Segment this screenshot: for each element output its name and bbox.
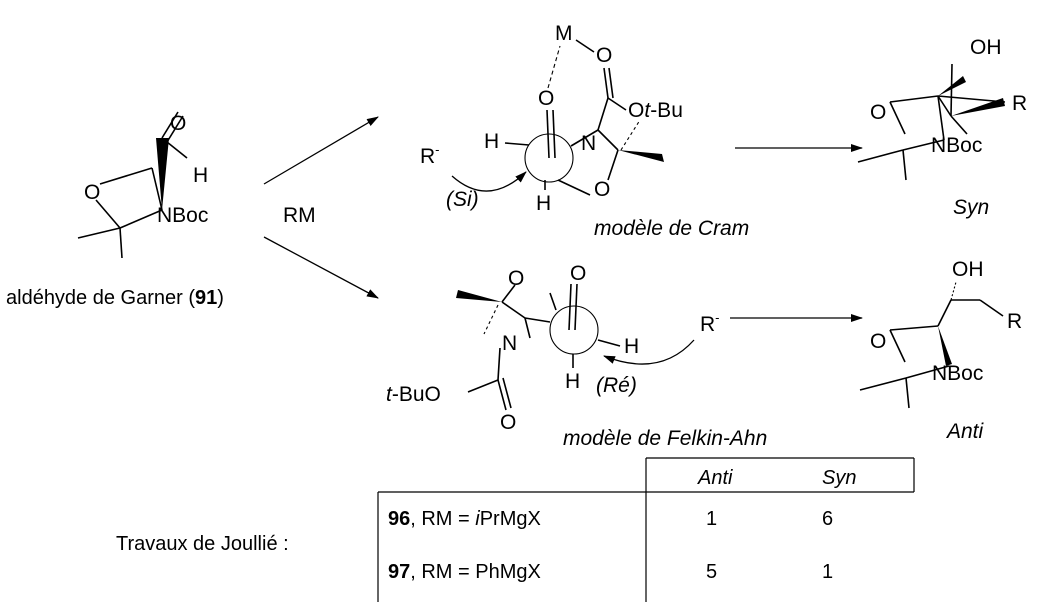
felkin-model-caption: modèle de Felkin-Ahn <box>563 427 767 450</box>
table-row-96-syn: 6 <box>822 508 833 530</box>
anti-hydroxyl: OH <box>952 258 984 281</box>
garner-ring-oxygen: O <box>84 181 100 204</box>
felkin-carbonyl-oxygen: O <box>570 262 586 285</box>
cram-ring-oxygen: O <box>594 178 610 201</box>
table-row-97-anti: 5 <box>706 561 717 583</box>
cram-carbonyl-oxygen: O <box>538 87 554 110</box>
joullie-table: Travaux de Joullié : Anti Syn 96, RM = i… <box>116 457 915 602</box>
syn-product: OH R O NBoc Syn <box>857 36 1027 219</box>
syn-label: Syn <box>953 196 989 219</box>
garner-name: aldéhyde de Garner (91) <box>6 287 224 309</box>
table-caption: Travaux de Joullié : <box>116 533 289 555</box>
cram-nitrogen: N <box>581 132 596 155</box>
arrow-to-cram <box>263 116 379 185</box>
cram-ot-bu-label: Ot-Bu <box>628 99 683 122</box>
garner-aldehyde: O O H NBoc aldéhyde de Garner (91) <box>6 111 224 309</box>
anti-ring-oxygen: O <box>870 330 886 353</box>
anti-nboc-label: NBoc <box>932 362 983 385</box>
felkin-ring-oxygen: O <box>508 267 524 290</box>
table-row-96-anti: 1 <box>706 508 717 530</box>
felkin-re-face: (Ré) <box>596 374 637 397</box>
arrow-to-felkin <box>263 236 379 299</box>
cram-metal-label: M <box>555 22 573 45</box>
cram-left-hydrogen: H <box>484 130 499 153</box>
cram-model-caption: modèle de Cram <box>594 217 749 240</box>
cram-nucleophile: R- <box>420 142 440 168</box>
anti-label: Anti <box>945 420 985 443</box>
cram-model: O M O Ot-Bu H N H O R- (Si) modèle de Cr… <box>420 22 749 240</box>
cram-si-face: (Si) <box>446 188 479 211</box>
syn-nboc-label: NBoc <box>931 134 982 157</box>
garner-aldehyde-hydrogen: H <box>193 164 208 187</box>
syn-r-group: R <box>1012 92 1027 115</box>
felkin-nucleophile: R- <box>700 310 720 336</box>
felkin-right-hydrogen: H <box>624 335 639 358</box>
felkin-tbuo-label: t-BuO <box>386 383 441 406</box>
anti-r-group: R <box>1007 310 1022 333</box>
felkin-ahn-model: O O N H H t-BuO O R- (Ré) modèle de Felk… <box>386 262 767 450</box>
cram-bottom-hydrogen: H <box>536 192 551 215</box>
garner-carbonyl-oxygen: O <box>170 112 186 135</box>
table-row-97-syn: 1 <box>822 561 833 583</box>
table-header-syn: Syn <box>822 467 856 489</box>
table-header-anti: Anti <box>697 467 733 489</box>
cram-boc-carbonyl-oxygen: O <box>596 44 612 67</box>
reagent-label: RM <box>283 204 316 227</box>
anti-product: OH R O NBoc Anti <box>859 258 1022 443</box>
syn-hydroxyl: OH <box>970 36 1002 59</box>
syn-ring-oxygen: O <box>870 101 886 124</box>
garner-nboc-label: NBoc <box>157 204 208 227</box>
table-row-96-label: 96, RM = iPrMgX <box>388 508 541 530</box>
felkin-bottom-hydrogen: H <box>565 370 580 393</box>
table-row-97-label: 97, RM = PhMgX <box>388 561 541 583</box>
felkin-boc-oxygen: O <box>500 411 516 434</box>
felkin-nitrogen: N <box>502 332 517 355</box>
